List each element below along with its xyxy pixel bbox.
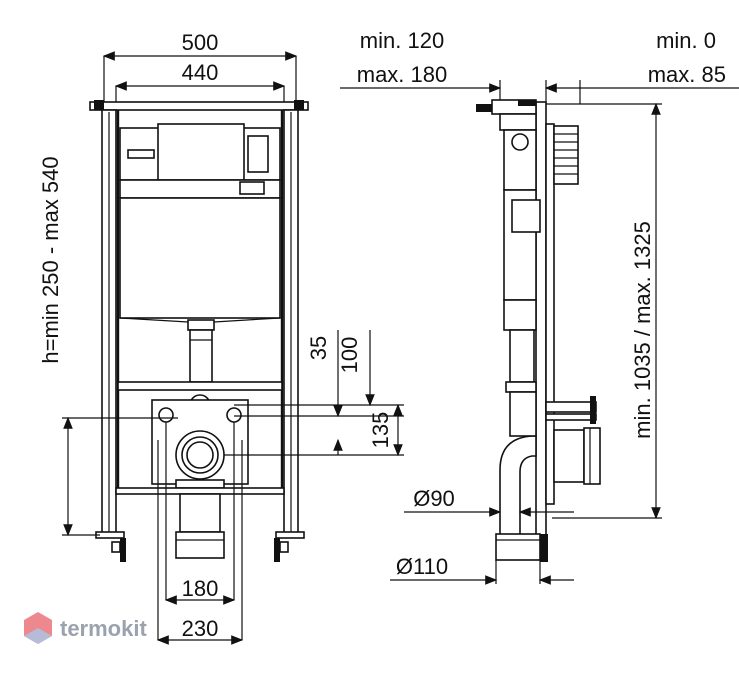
dim-offset-135: 135 [368,412,393,449]
side-view-frame [340,80,739,585]
dim-pipe-small: Ø90 [413,486,455,511]
watermark: termokit [24,612,147,644]
dim-offset-35: 35 [306,336,331,360]
dim-height-range-side: min. 1035 / max. 1325 [630,221,655,439]
dim-adj-min: min. 0 [656,28,716,53]
dim-outer-spacing: 230 [182,616,219,641]
dim-depth-max: max. 180 [357,62,448,87]
brand-name: termokit [60,616,147,641]
dim-offset-100: 100 [337,337,362,374]
dim-height-range-front: h=min 250 - max 540 [38,156,63,363]
dim-adj-max: max. 85 [648,62,726,87]
dim-width-outer: 500 [182,30,219,55]
dim-bolt-spacing: 180 [182,576,219,601]
dim-pipe-large: Ø110 [396,554,448,579]
dim-depth-min: min. 120 [360,28,444,53]
dim-width-inner: 440 [182,60,219,85]
front-view-frame [62,51,404,645]
